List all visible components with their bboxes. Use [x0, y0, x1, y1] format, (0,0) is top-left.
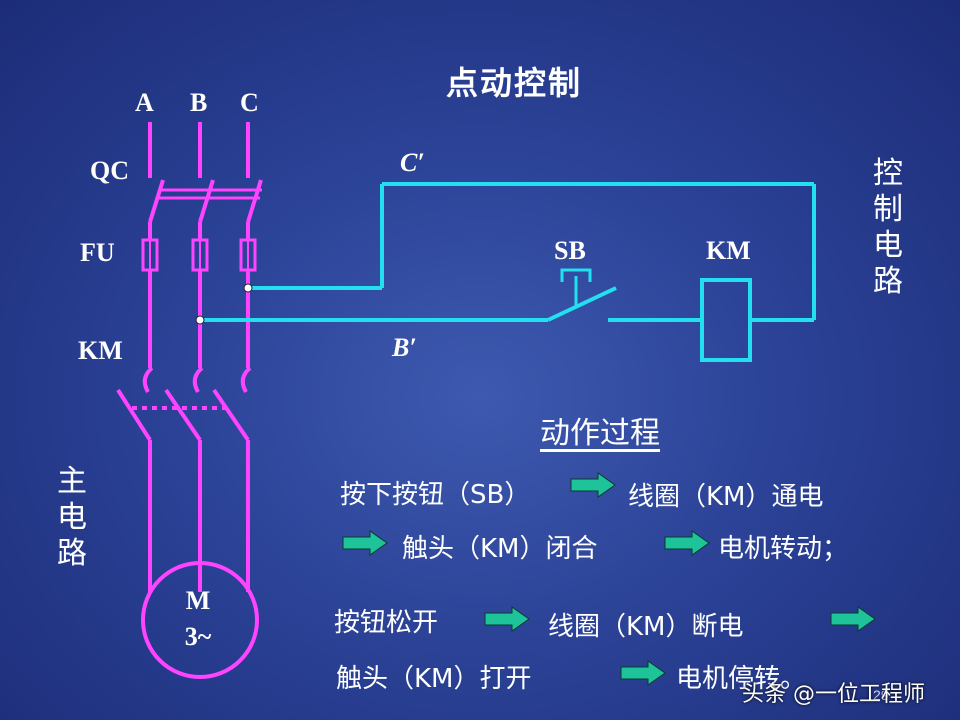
- qc-blade-a: [148, 179, 165, 223]
- arrow-right-icon: [664, 530, 710, 556]
- c-prime-label: C′: [400, 148, 425, 177]
- km-contact-arc-a: [142, 366, 154, 393]
- process-result: 电机转动；: [718, 534, 849, 564]
- motor-label-phase: 3~: [184, 622, 212, 651]
- qc-label: QC: [90, 156, 129, 185]
- fu-label: FU: [80, 238, 115, 267]
- control-circuit-char: 控: [873, 156, 903, 191]
- arrow-right-icon: [830, 606, 876, 632]
- control-circuit: [200, 182, 816, 362]
- main-circuit-char: 电: [57, 500, 87, 535]
- junction-b: [195, 315, 205, 325]
- control-circuit-label: 控 制 电 路: [868, 156, 908, 300]
- control-circuit-char: 路: [873, 264, 903, 299]
- watermark: 头条 @一位工程师: [742, 682, 925, 707]
- km-coil: [700, 278, 752, 362]
- km-coil-label: KM: [706, 236, 751, 265]
- km-blade-a: [116, 388, 152, 442]
- control-circuit-char: 电: [873, 228, 903, 263]
- page-number: 29: [873, 687, 889, 703]
- sb-blade: [547, 286, 617, 322]
- main-circuit-char: 路: [57, 536, 87, 571]
- phase-label-a: A: [135, 88, 154, 117]
- control-circuit-char: 制: [873, 192, 903, 227]
- b-prime-label: B′: [392, 333, 417, 362]
- km-blade-b: [164, 388, 202, 442]
- km-contact-arc-b: [192, 366, 204, 393]
- phase-label-c: C: [240, 88, 259, 117]
- process-step: 按下按钮（SB）: [340, 480, 531, 510]
- process-step: 按钮松开: [334, 608, 439, 638]
- qc-blade-c: [246, 179, 263, 223]
- junction-c: [243, 283, 253, 293]
- sb-label: SB: [554, 236, 586, 265]
- arrow-right-icon: [620, 660, 666, 686]
- km-main-label: KM: [78, 336, 123, 365]
- process-result: 线圈（KM）通电: [628, 482, 824, 512]
- process-step: 触头（KM）打开: [336, 664, 532, 694]
- page-title: 点动控制: [446, 64, 583, 102]
- motor-circle: [141, 561, 259, 679]
- process-result: 电机停转。: [676, 664, 807, 694]
- arrow-right-icon: [342, 530, 388, 556]
- km-contact-arc-c: [240, 366, 252, 393]
- process-result: 线圈（KM）断电: [548, 612, 744, 642]
- arrow-right-icon: [484, 606, 530, 632]
- arrow-right-icon: [570, 472, 616, 498]
- main-circuit-char: 主: [57, 464, 87, 499]
- phase-label-b: B: [190, 88, 208, 117]
- process-step: 触头（KM）闭合: [402, 534, 598, 564]
- motor-label-m: M: [185, 586, 211, 615]
- qc-blade-b: [198, 179, 215, 223]
- km-blade-c: [212, 388, 250, 442]
- main-circuit-label: 主 电 路: [52, 464, 92, 572]
- process-heading: 动作过程: [540, 416, 660, 451]
- sb-cap: [560, 268, 592, 282]
